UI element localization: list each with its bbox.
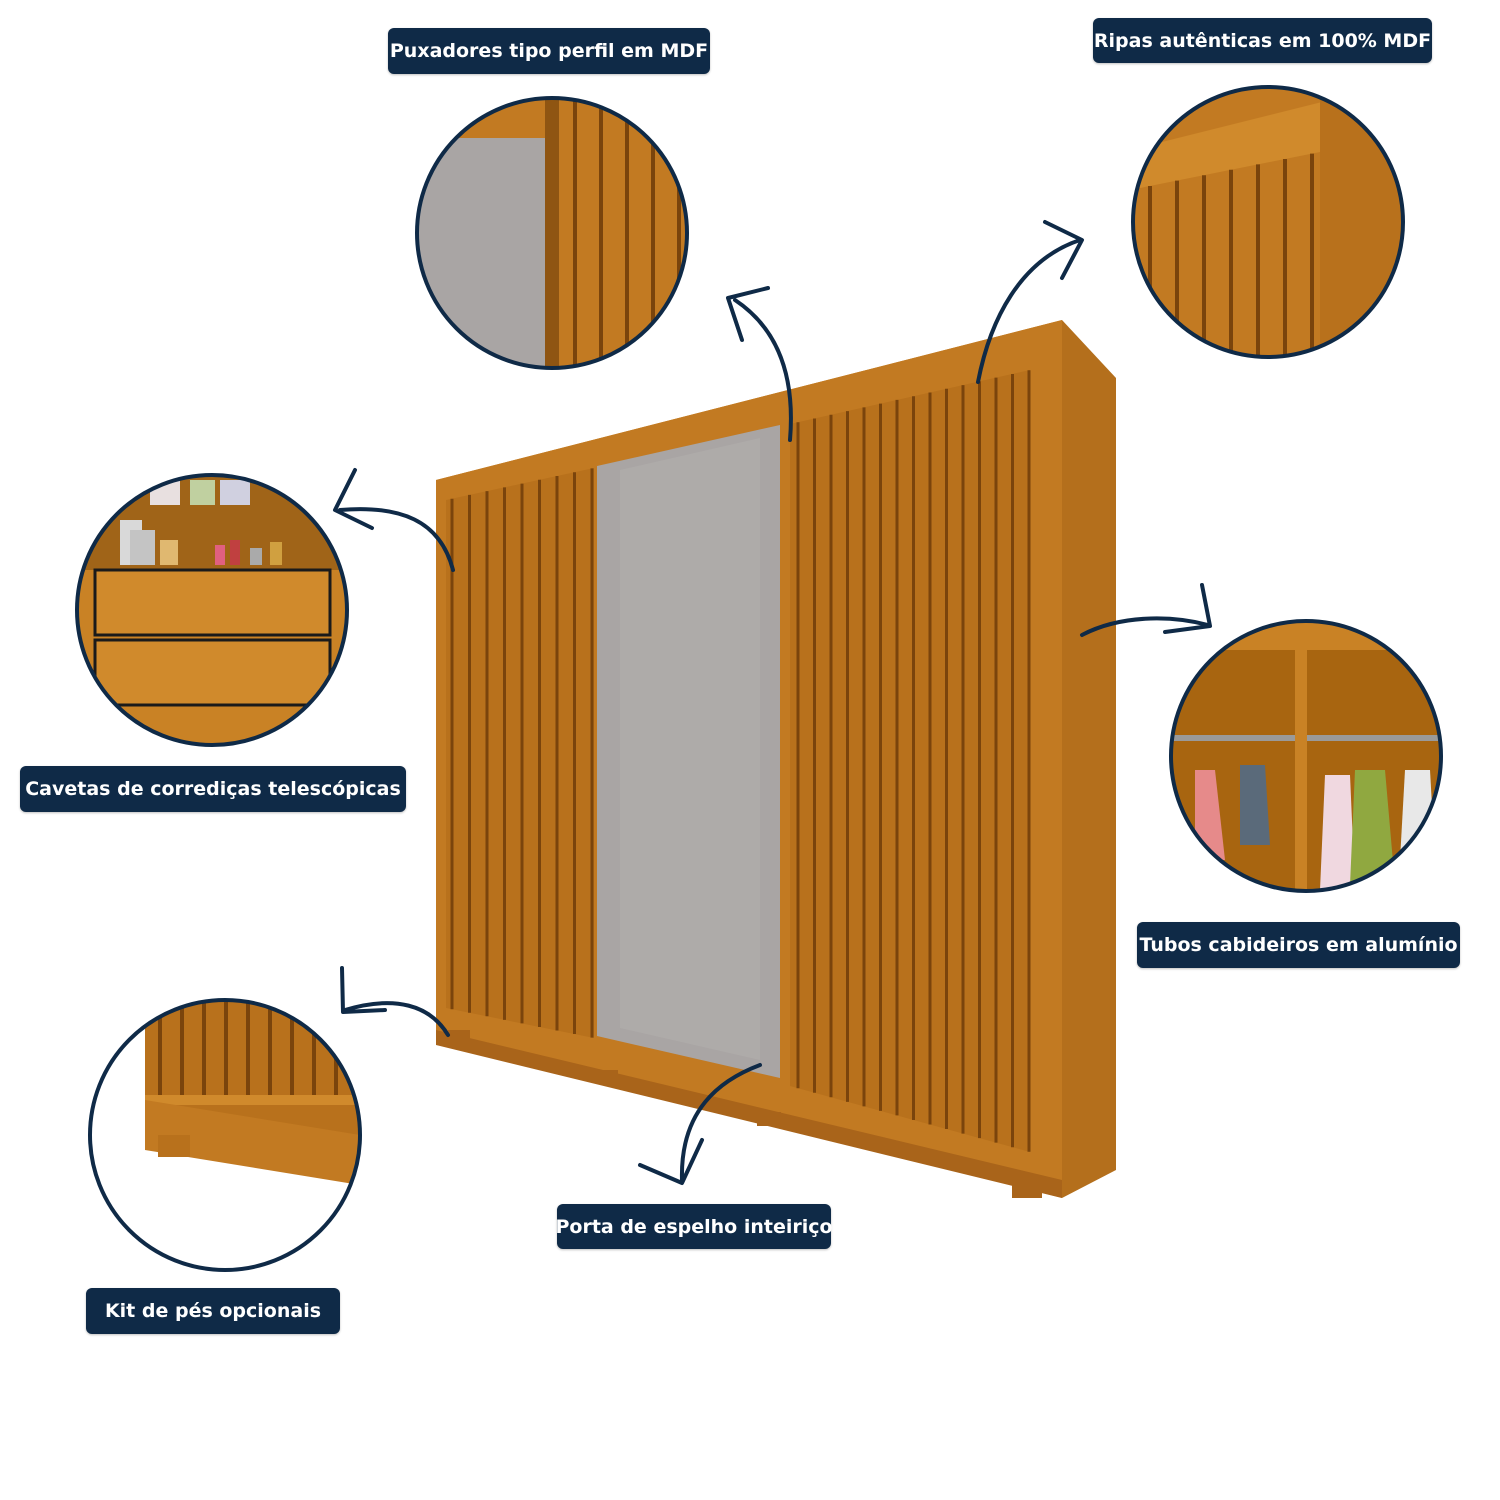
label-puxadores: Puxadores tipo perfil em MDF (388, 28, 710, 74)
arrows (333, 220, 1212, 1185)
arrow-gavetas (338, 507, 455, 572)
wardrobe-foot (757, 1112, 781, 1126)
detail-circle-pes (88, 998, 362, 1272)
wardrobe-side-panel (1062, 320, 1116, 1198)
detail-circle-ripas (1131, 85, 1405, 359)
detail-circle-tubos (1169, 619, 1443, 893)
arrowhead-pes (340, 966, 387, 1014)
arrow-pes (343, 1001, 450, 1037)
arrow-tubos (1080, 616, 1210, 637)
label-ripas: Ripas autênticas em 100% MDF (1093, 18, 1432, 63)
wardrobe-foot (1012, 1176, 1042, 1198)
label-pes: Kit de pés opcionais (86, 1288, 340, 1334)
label-gavetas: Cavetas de corrediças telescópicas (20, 766, 406, 812)
wardrobe (436, 320, 1116, 1198)
arrow-ripas (976, 238, 1082, 384)
wardrobe-foot (596, 1070, 618, 1084)
wardrobe-bottom-rail (436, 1030, 1062, 1198)
label-tubos: Tubos cabideiros em alumínio (1137, 922, 1460, 968)
label-espelho: Porta de espelho inteiriço (555, 1204, 833, 1249)
arrow-puxadores (733, 298, 793, 442)
right-slatted-door (790, 370, 1030, 1152)
arrowhead-puxadores (726, 286, 770, 342)
mirror-reflection (620, 438, 760, 1060)
arrowhead-ripas (1043, 220, 1084, 280)
wardrobe-foot (448, 1030, 470, 1044)
arrowhead-gavetas (333, 468, 374, 530)
arrowhead-espelho (638, 1138, 704, 1185)
detail-circle-puxadores (415, 96, 689, 370)
arrow-espelho (679, 1063, 762, 1182)
arrowhead-tubos (1163, 583, 1212, 634)
detail-circle-gavetas (75, 473, 349, 747)
